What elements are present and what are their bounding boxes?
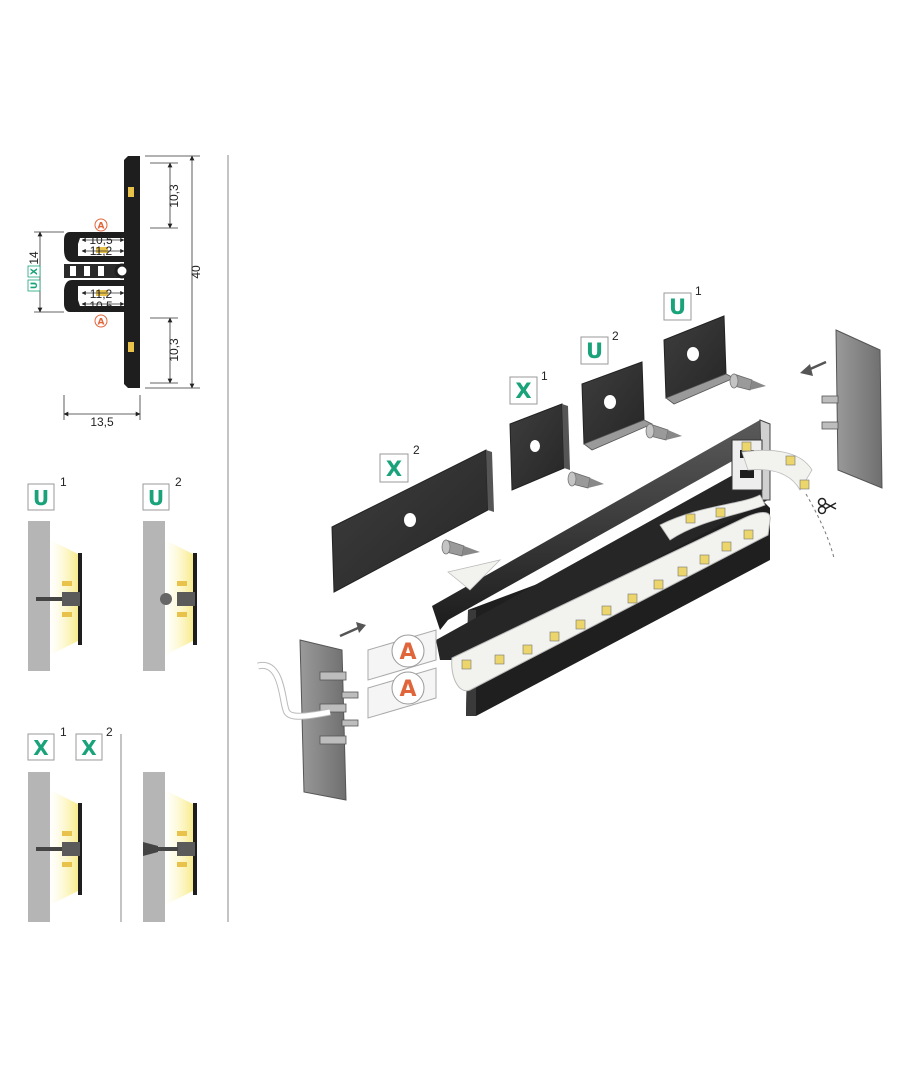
dim-channel-height: 14: [27, 251, 41, 265]
screw-icon: [645, 423, 682, 441]
mount-panel-x2: X 2: [75, 725, 197, 922]
dim-bottom-height: 10,3: [167, 338, 181, 362]
arrow-icon: [800, 360, 827, 376]
led-chip-icon: [128, 187, 134, 197]
svg-text:X: X: [30, 268, 40, 275]
profile-badge-a-upper: A: [94, 218, 108, 232]
dim-width: 13,5: [90, 415, 114, 429]
svg-text:1: 1: [60, 475, 67, 489]
led-chip-icon: [128, 342, 134, 352]
profile-badge-u: U: [27, 279, 41, 292]
dim-inner-lower-outer: 10,5: [89, 299, 113, 313]
mounting-plate-u2: U 2: [580, 329, 653, 451]
mount-panel-u2: U 2: [142, 475, 197, 671]
svg-text:A: A: [98, 318, 105, 328]
screw-icon: [567, 471, 604, 489]
arrow-icon: [339, 622, 366, 638]
mount-panel-x1: X 1: [27, 725, 82, 922]
svg-text:1: 1: [695, 284, 702, 298]
exploded-badge-a-lower: A: [391, 671, 425, 705]
exploded-badge-a-upper: A: [391, 634, 425, 668]
svg-text:2: 2: [106, 725, 113, 739]
profile-badge-x: X: [27, 265, 41, 278]
mounting-plate-x1: X 1: [509, 369, 570, 491]
exploded-view: A A: [257, 284, 883, 801]
profile-screw-channel: [64, 264, 124, 278]
screw-icon: [729, 373, 766, 391]
profile-cross-section: 10,3 10,3 40 10,5 11,2 11,2 10,5 A A: [27, 155, 203, 429]
dim-inner-lower-inner: 11,2: [90, 287, 113, 301]
profile-spine: [124, 156, 140, 388]
svg-text:X: X: [33, 736, 49, 760]
svg-text:2: 2: [175, 475, 182, 489]
profile-upper-arm: [64, 232, 124, 262]
svg-text:2: 2: [413, 443, 420, 457]
profile-badge-a-lower: A: [94, 314, 108, 328]
svg-text:U: U: [30, 282, 40, 289]
svg-text:2: 2: [612, 329, 619, 343]
svg-text:A: A: [399, 640, 416, 665]
svg-text:U: U: [669, 295, 686, 319]
mounting-plate-u1: U 1: [663, 284, 735, 405]
svg-text:X: X: [515, 379, 531, 403]
dim-top-height: 10,3: [167, 184, 181, 208]
svg-text:A: A: [399, 677, 416, 702]
profile-rail-upper: [432, 420, 770, 630]
end-cap-left: [299, 639, 347, 801]
profile-lower-arm: [64, 280, 124, 312]
svg-text:U: U: [33, 486, 49, 510]
svg-text:X: X: [81, 736, 97, 760]
screw-icon: [441, 539, 480, 557]
scissors-icon: [817, 497, 837, 515]
svg-text:A: A: [98, 222, 105, 232]
led-chip-icon: [461, 441, 810, 670]
svg-text:X: X: [386, 457, 402, 481]
svg-text:1: 1: [60, 725, 67, 739]
svg-text:U: U: [148, 486, 164, 510]
end-cap-right: [835, 329, 883, 489]
dim-inner-upper-inner: 11,2: [90, 244, 113, 258]
svg-text:U: U: [586, 339, 603, 363]
svg-text:1: 1: [541, 369, 548, 383]
mounting-plate-x2: X 2: [331, 443, 494, 593]
dim-inner-upper-outer: 10,5: [89, 233, 113, 247]
dim-total-height: 40: [189, 265, 203, 279]
mount-panel-u1: U 1: [27, 475, 82, 671]
